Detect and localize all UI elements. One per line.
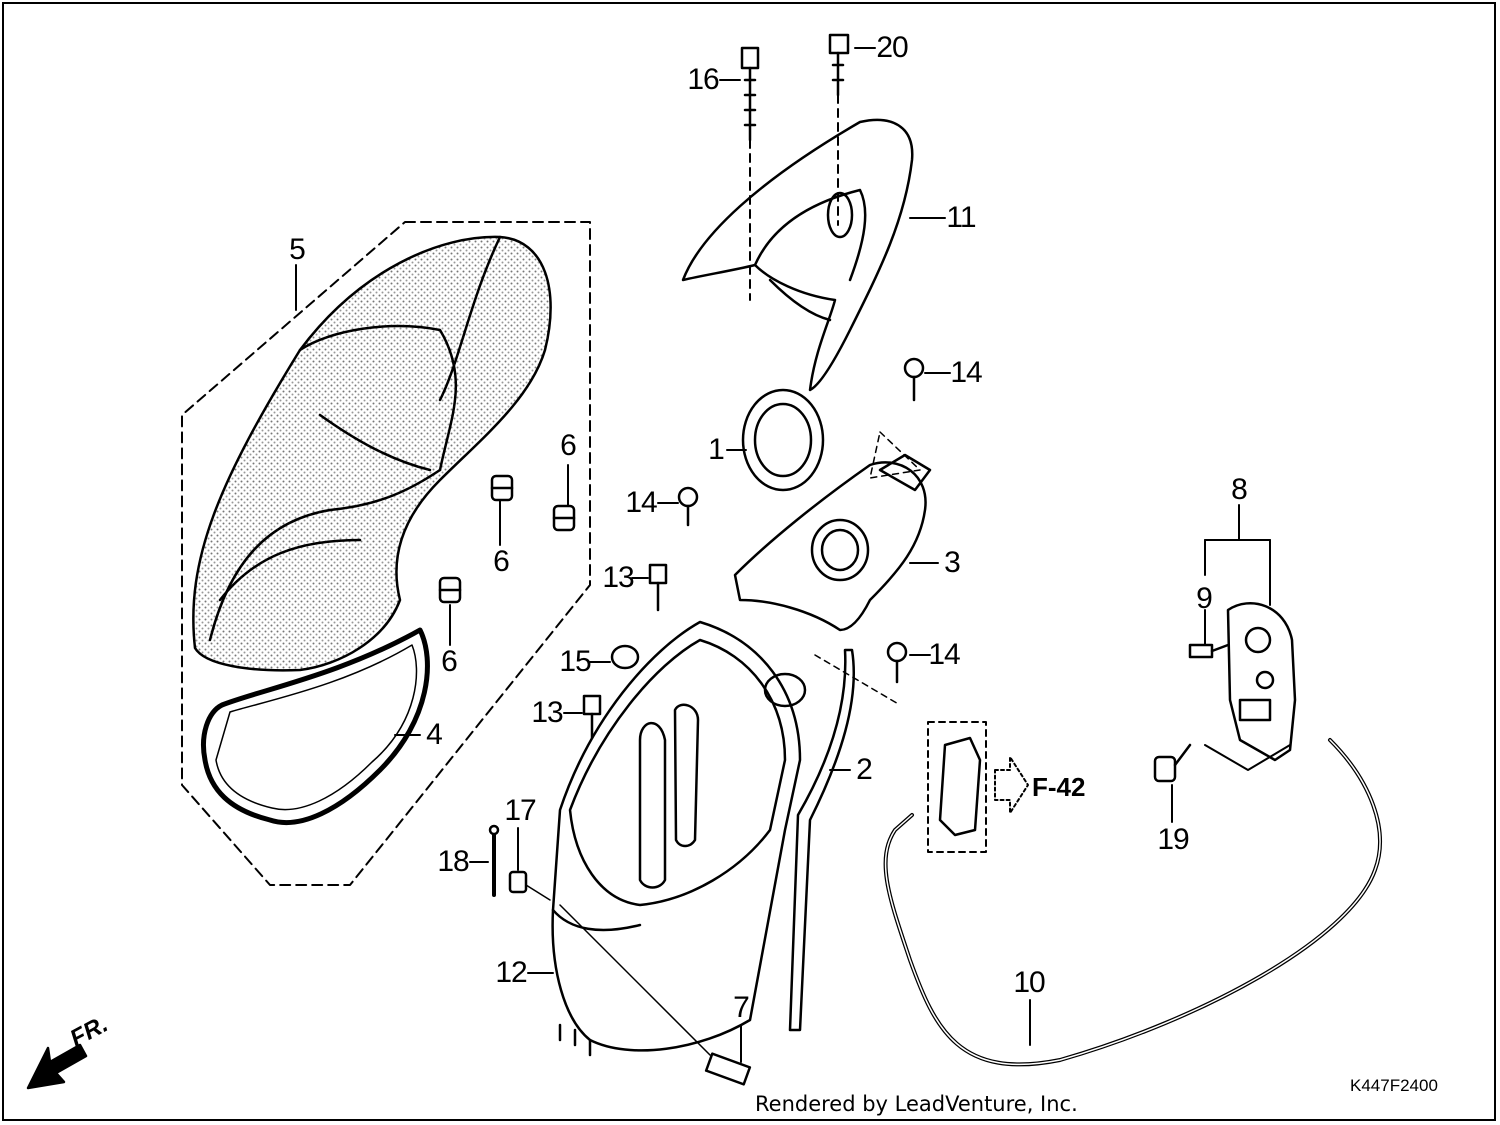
callout-13a: 13 <box>602 561 634 594</box>
grab-rail-part <box>681 118 914 392</box>
reference-f42[interactable]: F-42 <box>1032 772 1086 802</box>
ref-arrow <box>994 756 1029 814</box>
callout-17: 17 <box>504 794 536 827</box>
rubber-strip-part <box>788 648 856 1032</box>
callout-14b: 14 <box>950 356 982 389</box>
seat-band-part <box>201 627 430 826</box>
screw-13b <box>582 694 602 742</box>
callout-9: 9 <box>1196 582 1213 615</box>
seat-part <box>192 235 552 672</box>
callout-6b: 6 <box>493 545 510 578</box>
callout-10: 10 <box>1013 966 1045 999</box>
latch-assembly-part <box>1226 602 1297 762</box>
callout-14a: 14 <box>625 486 657 519</box>
callout-12: 12 <box>495 956 527 989</box>
gasket-ring-part <box>741 388 825 492</box>
nut-6a <box>490 474 514 502</box>
credit-text: Rendered by LeadVenture, Inc. <box>755 1092 1078 1116</box>
ref-part <box>938 736 982 837</box>
cap-15 <box>610 644 640 670</box>
callout-20: 20 <box>876 31 908 64</box>
screw-9 <box>1188 643 1230 659</box>
nut-17 <box>508 870 528 894</box>
luggage-box-part <box>551 620 807 1057</box>
nut-6b <box>552 504 576 532</box>
callout-13b: 13 <box>531 696 563 729</box>
callout-8: 8 <box>1231 473 1248 506</box>
callout-2: 2 <box>856 753 873 786</box>
callout-1: 1 <box>708 433 725 466</box>
bolt-16 <box>740 46 760 142</box>
seat-group-outline <box>181 221 591 886</box>
clip-14a <box>677 486 699 527</box>
callout-5: 5 <box>289 233 306 266</box>
bolt-19 <box>1153 743 1192 783</box>
nut-6c <box>438 576 462 604</box>
callout-4: 4 <box>426 718 443 751</box>
callout-18: 18 <box>437 845 469 878</box>
callout-7: 7 <box>733 991 750 1024</box>
callout-3: 3 <box>944 546 961 579</box>
screw-13a <box>648 563 668 612</box>
callout-11: 11 <box>946 201 976 234</box>
callout-16: 16 <box>687 63 719 96</box>
clip-14c <box>886 641 908 684</box>
pin-7 <box>704 1052 752 1086</box>
rivet-18 <box>488 824 500 897</box>
drawing-code: K447F2400 <box>1350 1076 1438 1095</box>
callout-6c: 6 <box>441 645 458 678</box>
bolt-20 <box>828 33 850 97</box>
fuel-panel-part <box>733 453 932 632</box>
clip-14b <box>903 357 925 402</box>
front-arrow <box>26 1043 88 1090</box>
callout-6a: 6 <box>560 429 577 462</box>
callout-19: 19 <box>1157 823 1189 856</box>
callout-14c: 14 <box>928 638 960 671</box>
callout-15: 15 <box>559 645 591 678</box>
ref-box <box>927 721 987 853</box>
